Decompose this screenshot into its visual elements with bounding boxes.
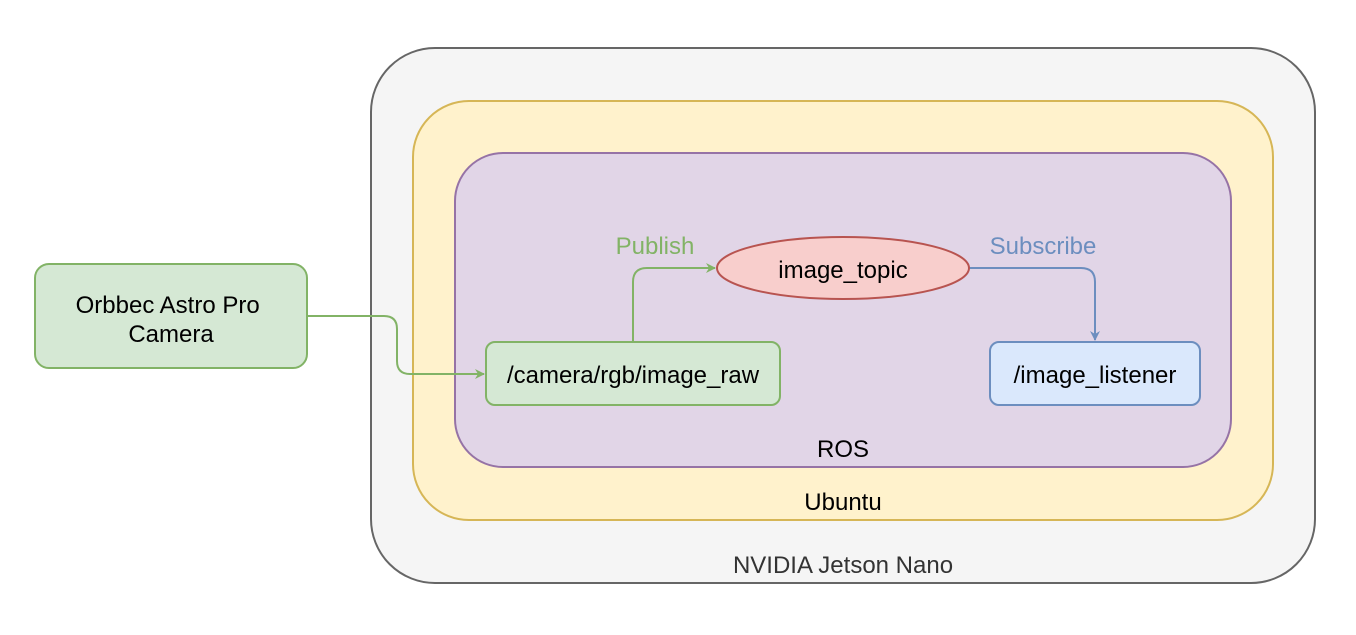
jetson-nano-label: NVIDIA Jetson Nano bbox=[733, 552, 953, 579]
camera-label-line1: Orbbec Astro Pro bbox=[76, 292, 260, 319]
image-raw-node bbox=[485, 341, 781, 406]
camera-label-line2: Camera bbox=[128, 321, 214, 348]
ros-label: ROS bbox=[817, 436, 869, 463]
publish-arrow bbox=[632, 263, 716, 342]
camera-node-label: Orbbec Astro Pro Camera bbox=[76, 292, 267, 348]
subscribe-label: Subscribe bbox=[990, 233, 1097, 260]
image-listener-label: /image_listener bbox=[1014, 362, 1177, 389]
camera-node bbox=[34, 263, 308, 369]
camera-to-image-raw-arrow bbox=[308, 315, 485, 379]
subscribe-arrow bbox=[969, 267, 1100, 341]
ros-container bbox=[454, 152, 1232, 468]
image-listener-node bbox=[989, 341, 1201, 406]
image-raw-label: /camera/rgb/image_raw bbox=[507, 362, 760, 389]
image-topic-label: image_topic bbox=[778, 257, 907, 284]
publish-label: Publish bbox=[616, 233, 695, 260]
ubuntu-label: Ubuntu bbox=[804, 489, 881, 516]
image-topic-node bbox=[716, 236, 970, 300]
